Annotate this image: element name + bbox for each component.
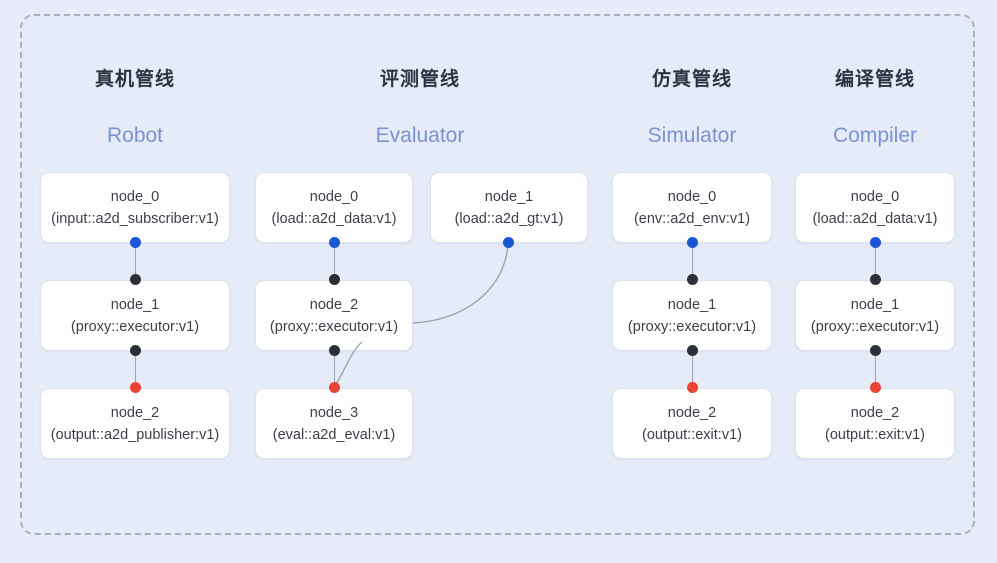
node-box-compiler-node_2[interactable]: node_2 (output::exit:v1) bbox=[795, 388, 955, 459]
node-type: (output::a2d_publisher:v1) bbox=[50, 426, 220, 443]
port-dot-black-simulator-node_1-in[interactable] bbox=[687, 274, 698, 285]
port-dot-black-evaluator-node_2-in[interactable] bbox=[329, 274, 340, 285]
column-title-cn-compiler: 编译管线 bbox=[834, 69, 915, 90]
link-evaluator-0-2 bbox=[333, 243, 335, 281]
node-name: node_1 bbox=[484, 188, 534, 205]
column-title-cn-simulator: 仿真管线 bbox=[651, 69, 732, 90]
node-name: node_2 bbox=[309, 296, 359, 313]
node-type: (proxy::executor:v1) bbox=[70, 318, 200, 335]
link-compiler-1-2 bbox=[874, 351, 876, 389]
link-evaluator-2-3 bbox=[333, 351, 335, 389]
link-compiler-0-1 bbox=[874, 243, 876, 281]
port-dot-red-compiler-node_2-in[interactable] bbox=[870, 382, 881, 393]
node-name: node_1 bbox=[667, 296, 717, 313]
column-title-en-simulator: Simulator bbox=[647, 124, 737, 147]
node-name: node_1 bbox=[850, 296, 900, 313]
port-dot-red-evaluator-node_3-in[interactable] bbox=[329, 382, 340, 393]
port-dot-black-compiler-node_1-out[interactable] bbox=[870, 345, 881, 356]
port-dot-blue-compiler-node_0-out[interactable] bbox=[870, 237, 881, 248]
port-dot-red-robot-node_2-in[interactable] bbox=[130, 382, 141, 393]
node-box-compiler-node_0[interactable]: node_0 (load::a2d_data:v1) bbox=[795, 172, 955, 243]
node-box-evaluator-node_1[interactable]: node_1 (load::a2d_gt:v1) bbox=[430, 172, 588, 243]
port-dot-blue-simulator-node_0-out[interactable] bbox=[687, 237, 698, 248]
node-type: (load::a2d_gt:v1) bbox=[454, 210, 564, 227]
port-dot-blue-evaluator-node_0-out[interactable] bbox=[329, 237, 340, 248]
node-box-robot-node_0[interactable]: node_0 (input::a2d_subscriber:v1) bbox=[40, 172, 230, 243]
node-name: node_0 bbox=[110, 188, 160, 205]
column-title-en-robot: Robot bbox=[106, 124, 164, 147]
node-box-evaluator-node_0[interactable]: node_0 (load::a2d_data:v1) bbox=[255, 172, 413, 243]
port-dot-black-simulator-node_1-out[interactable] bbox=[687, 345, 698, 356]
link-robot-1-2 bbox=[134, 351, 136, 389]
link-simulator-0-1 bbox=[691, 243, 693, 281]
link-simulator-1-2 bbox=[691, 351, 693, 389]
port-dot-black-robot-node_1-out[interactable] bbox=[130, 345, 141, 356]
node-box-evaluator-node_2[interactable]: node_2 (proxy::executor:v1) bbox=[255, 280, 413, 351]
node-type: (input::a2d_subscriber:v1) bbox=[51, 210, 219, 227]
node-name: node_0 bbox=[309, 188, 359, 205]
port-dot-blue-robot-node_0-out[interactable] bbox=[130, 237, 141, 248]
node-name: node_1 bbox=[110, 296, 160, 313]
node-type: (proxy::executor:v1) bbox=[627, 318, 757, 335]
node-box-simulator-node_1[interactable]: node_1 (proxy::executor:v1) bbox=[612, 280, 772, 351]
node-box-robot-node_2[interactable]: node_2 (output::a2d_publisher:v1) bbox=[40, 388, 230, 459]
node-box-simulator-node_0[interactable]: node_0 (env::a2d_env:v1) bbox=[612, 172, 772, 243]
node-name: node_2 bbox=[110, 404, 160, 421]
node-box-simulator-node_2[interactable]: node_2 (output::exit:v1) bbox=[612, 388, 772, 459]
node-type: (proxy::executor:v1) bbox=[810, 318, 940, 335]
column-title-en-evaluator: Evaluator bbox=[375, 124, 465, 147]
port-dot-black-compiler-node_1-in[interactable] bbox=[870, 274, 881, 285]
node-name: node_0 bbox=[850, 188, 900, 205]
column-title-cn-evaluator: 评测管线 bbox=[379, 69, 460, 90]
column-title-en-compiler: Compiler bbox=[832, 124, 918, 147]
node-type: (env::a2d_env:v1) bbox=[633, 210, 751, 227]
column-title-cn-robot: 真机管线 bbox=[94, 69, 175, 90]
port-dot-black-robot-node_1-in[interactable] bbox=[130, 274, 141, 285]
port-dot-black-evaluator-node_2-out[interactable] bbox=[329, 345, 340, 356]
node-name: node_0 bbox=[667, 188, 717, 205]
node-box-evaluator-node_3[interactable]: node_3 (eval::a2d_eval:v1) bbox=[255, 388, 413, 459]
node-type: (load::a2d_data:v1) bbox=[812, 210, 938, 227]
node-box-robot-node_1[interactable]: node_1 (proxy::executor:v1) bbox=[40, 280, 230, 351]
link-robot-0-1 bbox=[134, 243, 136, 281]
node-type: (load::a2d_data:v1) bbox=[271, 210, 397, 227]
node-name: node_3 bbox=[309, 404, 359, 421]
node-name: node_2 bbox=[850, 404, 900, 421]
port-dot-blue-evaluator-node_1-out[interactable] bbox=[503, 237, 514, 248]
node-type: (output::exit:v1) bbox=[825, 426, 925, 443]
node-name: node_2 bbox=[667, 404, 717, 421]
node-type: (output::exit:v1) bbox=[642, 426, 742, 443]
port-dot-red-simulator-node_2-in[interactable] bbox=[687, 382, 698, 393]
node-box-compiler-node_1[interactable]: node_1 (proxy::executor:v1) bbox=[795, 280, 955, 351]
node-type: (eval::a2d_eval:v1) bbox=[272, 426, 396, 443]
node-type: (proxy::executor:v1) bbox=[269, 318, 399, 335]
